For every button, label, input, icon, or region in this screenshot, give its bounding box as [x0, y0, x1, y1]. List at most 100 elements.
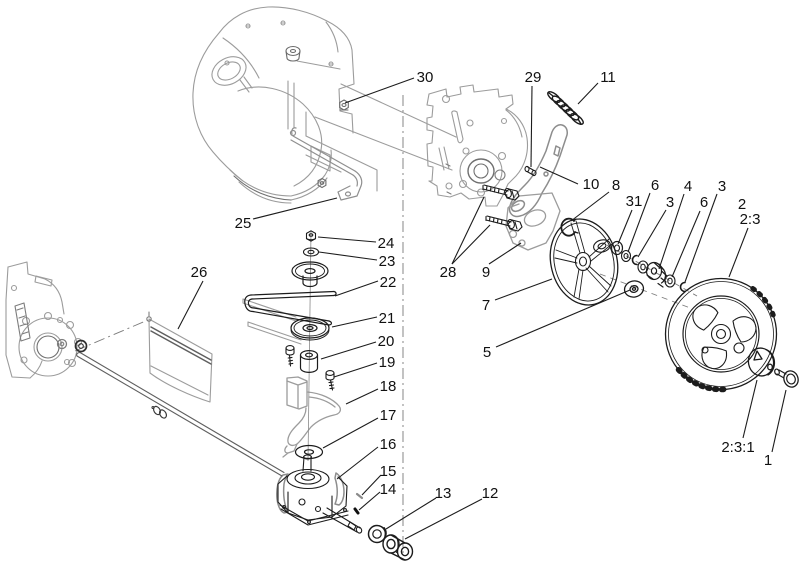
brake-lever — [508, 124, 568, 218]
pivot-bracket-shape — [507, 203, 520, 209]
callout-9: 9 — [482, 242, 522, 281]
part-number: 24 — [378, 235, 395, 252]
deck-cap-shape — [285, 45, 301, 57]
left-height-adjuster-plate — [5, 261, 83, 379]
transmission-pulley-shape — [290, 329, 330, 341]
mower-deck-outline-shape — [325, 21, 339, 53]
upper-pulley — [291, 261, 329, 288]
shoulder-bolt-shape — [786, 373, 796, 385]
part-number: 7 — [482, 297, 490, 314]
torsion-spring-shape — [547, 91, 561, 103]
part-number: 5 — [483, 344, 491, 361]
shoulder-bolt-shape — [783, 370, 799, 388]
leader-line — [331, 316, 378, 328]
part-number: 6 — [700, 194, 708, 211]
leader-line — [742, 379, 758, 439]
leader-line — [627, 192, 651, 253]
support-rod — [289, 127, 363, 201]
callout-1: 1 — [764, 389, 787, 469]
transmission-shape — [302, 454, 313, 460]
right-height-adjuster-plate-shape — [462, 147, 470, 155]
leader-line — [617, 209, 633, 245]
transmission-shape — [286, 468, 330, 490]
shaft-washers — [610, 240, 686, 293]
axle-bushing-shape — [367, 524, 387, 544]
shoulder-bolt-shape — [774, 368, 780, 376]
retaining-ring-shape — [560, 217, 576, 237]
part-number: 21 — [379, 310, 396, 327]
rear-panel-outline-shape — [305, 154, 342, 173]
shaft-washers-shape — [640, 263, 646, 271]
leader-line — [671, 210, 701, 278]
drive-gear-shape — [553, 222, 615, 302]
callout-7: 7 — [482, 278, 553, 314]
carriage-bolts-shape — [482, 184, 509, 196]
belt-tunnel-rails-shape — [247, 321, 302, 345]
tire-tread — [675, 366, 729, 393]
drive-gear-shape — [597, 242, 607, 250]
support-rod-shape — [352, 170, 363, 187]
set-screw — [524, 165, 537, 177]
callout-11: 11 — [577, 69, 616, 105]
callout-28: 28 — [440, 196, 491, 281]
transmission-shape — [355, 526, 363, 534]
mower-deck-outline-shape — [296, 60, 341, 70]
construction-lines — [74, 95, 698, 557]
callout-17: 17 — [322, 407, 396, 449]
thrust-washer-shape — [631, 287, 637, 291]
rod-nut-shape — [319, 181, 325, 185]
rear-panel-outline-shape — [305, 135, 378, 192]
leader-line — [637, 209, 667, 258]
right-height-adjuster-plate-shape — [445, 163, 452, 195]
carriage-bolts-shape — [511, 190, 515, 199]
right-height-adjuster-plate-shape — [428, 84, 514, 110]
upper-pulley-shape — [295, 263, 325, 279]
thrust-washer — [623, 280, 645, 298]
baffle-plate-shape — [150, 365, 209, 396]
right-height-adjuster-plate-shape — [500, 117, 508, 125]
part-number: 11 — [600, 69, 616, 86]
rear-panel-outline-shape — [340, 83, 457, 138]
callout-31: 31 — [617, 193, 642, 245]
wheel-spoke-cutouts-shape — [701, 346, 728, 370]
leader-line — [334, 280, 379, 297]
shift-bracket-shape — [308, 396, 336, 408]
axle-bearing-shape — [78, 343, 84, 349]
part-number: 2 — [738, 196, 746, 213]
callout-25: 25 — [235, 197, 338, 232]
torsion-spring-shape — [548, 92, 582, 125]
part-number: 2:3:1 — [721, 439, 754, 456]
transmission-shape — [314, 505, 322, 513]
torsion-spring-shape — [551, 95, 566, 108]
callout-14: 14 — [358, 481, 397, 511]
support-rod-shape — [290, 135, 356, 176]
deck-cap-shape — [285, 50, 301, 62]
axle-bearing — [74, 339, 88, 353]
support-rod-shape — [337, 185, 362, 201]
baffle-plate-shape — [150, 326, 212, 365]
mower-deck-outline-shape — [237, 86, 323, 187]
square-key — [353, 507, 360, 515]
axle-shaft-shape — [76, 351, 285, 477]
transmission — [277, 454, 363, 534]
pulley-washer-shape — [307, 249, 315, 255]
pivot-bracket-shape — [523, 209, 547, 227]
pulley-stack-axis — [307, 230, 312, 462]
flat-washer-17-shape — [294, 444, 324, 460]
rear-panel-outline — [305, 83, 457, 192]
drive-gear-shape — [554, 249, 578, 264]
transmission-shape — [277, 475, 348, 521]
drive-gear-shape — [578, 256, 588, 267]
mower-deck-outline-shape — [222, 37, 260, 79]
part-number: 2:3 — [740, 211, 761, 228]
rear-panel-outline-shape — [310, 145, 331, 172]
support-rod-shape — [344, 191, 352, 197]
carriage-bolts-shape — [485, 215, 512, 227]
right-height-adjuster-plate-shape — [494, 169, 506, 181]
part-number: 14 — [380, 481, 397, 498]
belt-tunnel-rails — [242, 298, 302, 345]
part-number: 22 — [380, 274, 397, 291]
part-number: 16 — [380, 436, 397, 453]
leader-line — [318, 251, 378, 261]
deck-cap — [285, 45, 301, 62]
